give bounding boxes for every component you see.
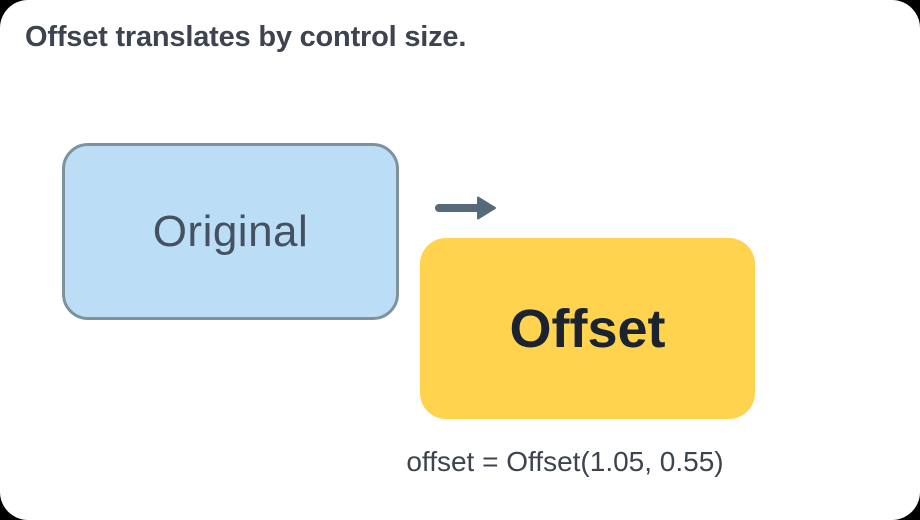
- page-title: Offset translates by control size.: [25, 21, 467, 53]
- offset-box: Offset: [420, 238, 755, 419]
- offset-box-label: Offset: [509, 298, 666, 359]
- arrow-right-icon: [435, 196, 496, 220]
- original-box: Original: [62, 143, 399, 320]
- original-box-label: Original: [152, 206, 309, 256]
- offset-formula-caption: offset = Offset(1.05, 0.55): [406, 446, 724, 477]
